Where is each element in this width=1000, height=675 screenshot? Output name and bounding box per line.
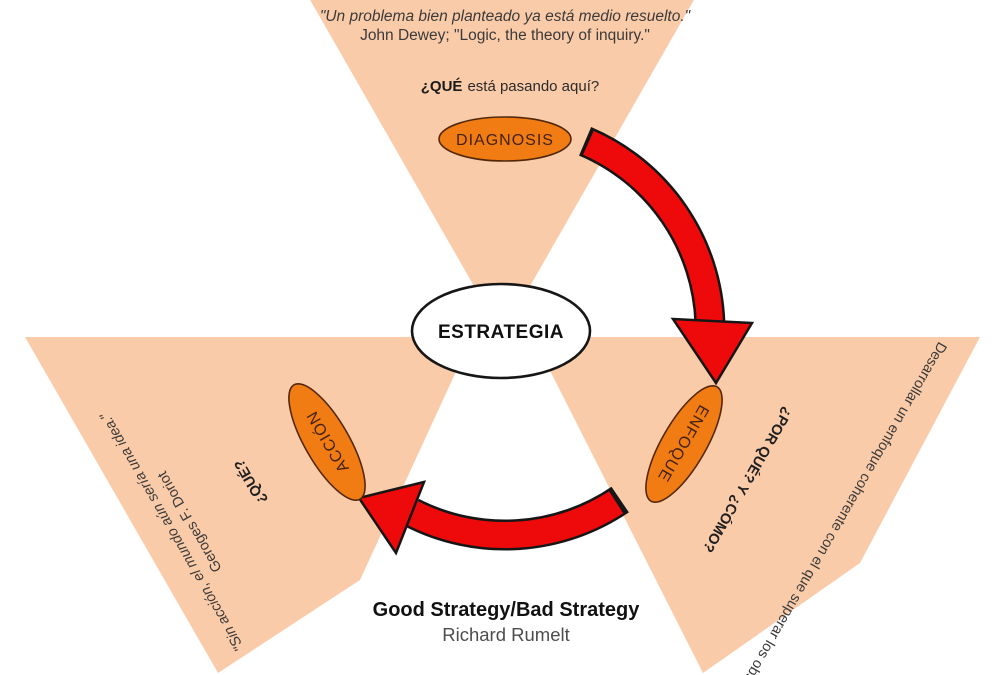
arrow-diagnosis-to-enfoque-body bbox=[582, 130, 723, 324]
arrow-diagnosis-to-enfoque-head bbox=[670, 317, 755, 386]
question-rest: está pasando aquí? bbox=[467, 78, 599, 95]
enfoque-node bbox=[645, 384, 723, 504]
estrategia-node bbox=[410, 282, 592, 380]
book-title: Good Strategy/Bad Strategy bbox=[373, 599, 641, 621]
triangle-diagnosis bbox=[310, 0, 694, 335]
arrow-enfoque-to-accion-head bbox=[356, 480, 427, 556]
arrow-enfoque-to-accion-body bbox=[406, 491, 624, 549]
diagnosis-label: DIAGNOSIS bbox=[456, 132, 554, 149]
triangle-enfoque bbox=[533, 337, 980, 673]
accion-node bbox=[288, 382, 366, 502]
book-author: Richard Rumelt bbox=[442, 624, 570, 645]
dewey-quote-line: "Un problema bien planteado ya está medi… bbox=[320, 8, 692, 25]
diagnosis-node bbox=[438, 116, 572, 162]
dewey-attribution: John Dewey; "Logic, the theory of inquir… bbox=[360, 27, 650, 44]
triangle-accion bbox=[25, 337, 472, 673]
question-emphasis: ¿QUÉ bbox=[421, 78, 463, 95]
estrategia-label: ESTRATEGIA bbox=[438, 322, 564, 343]
